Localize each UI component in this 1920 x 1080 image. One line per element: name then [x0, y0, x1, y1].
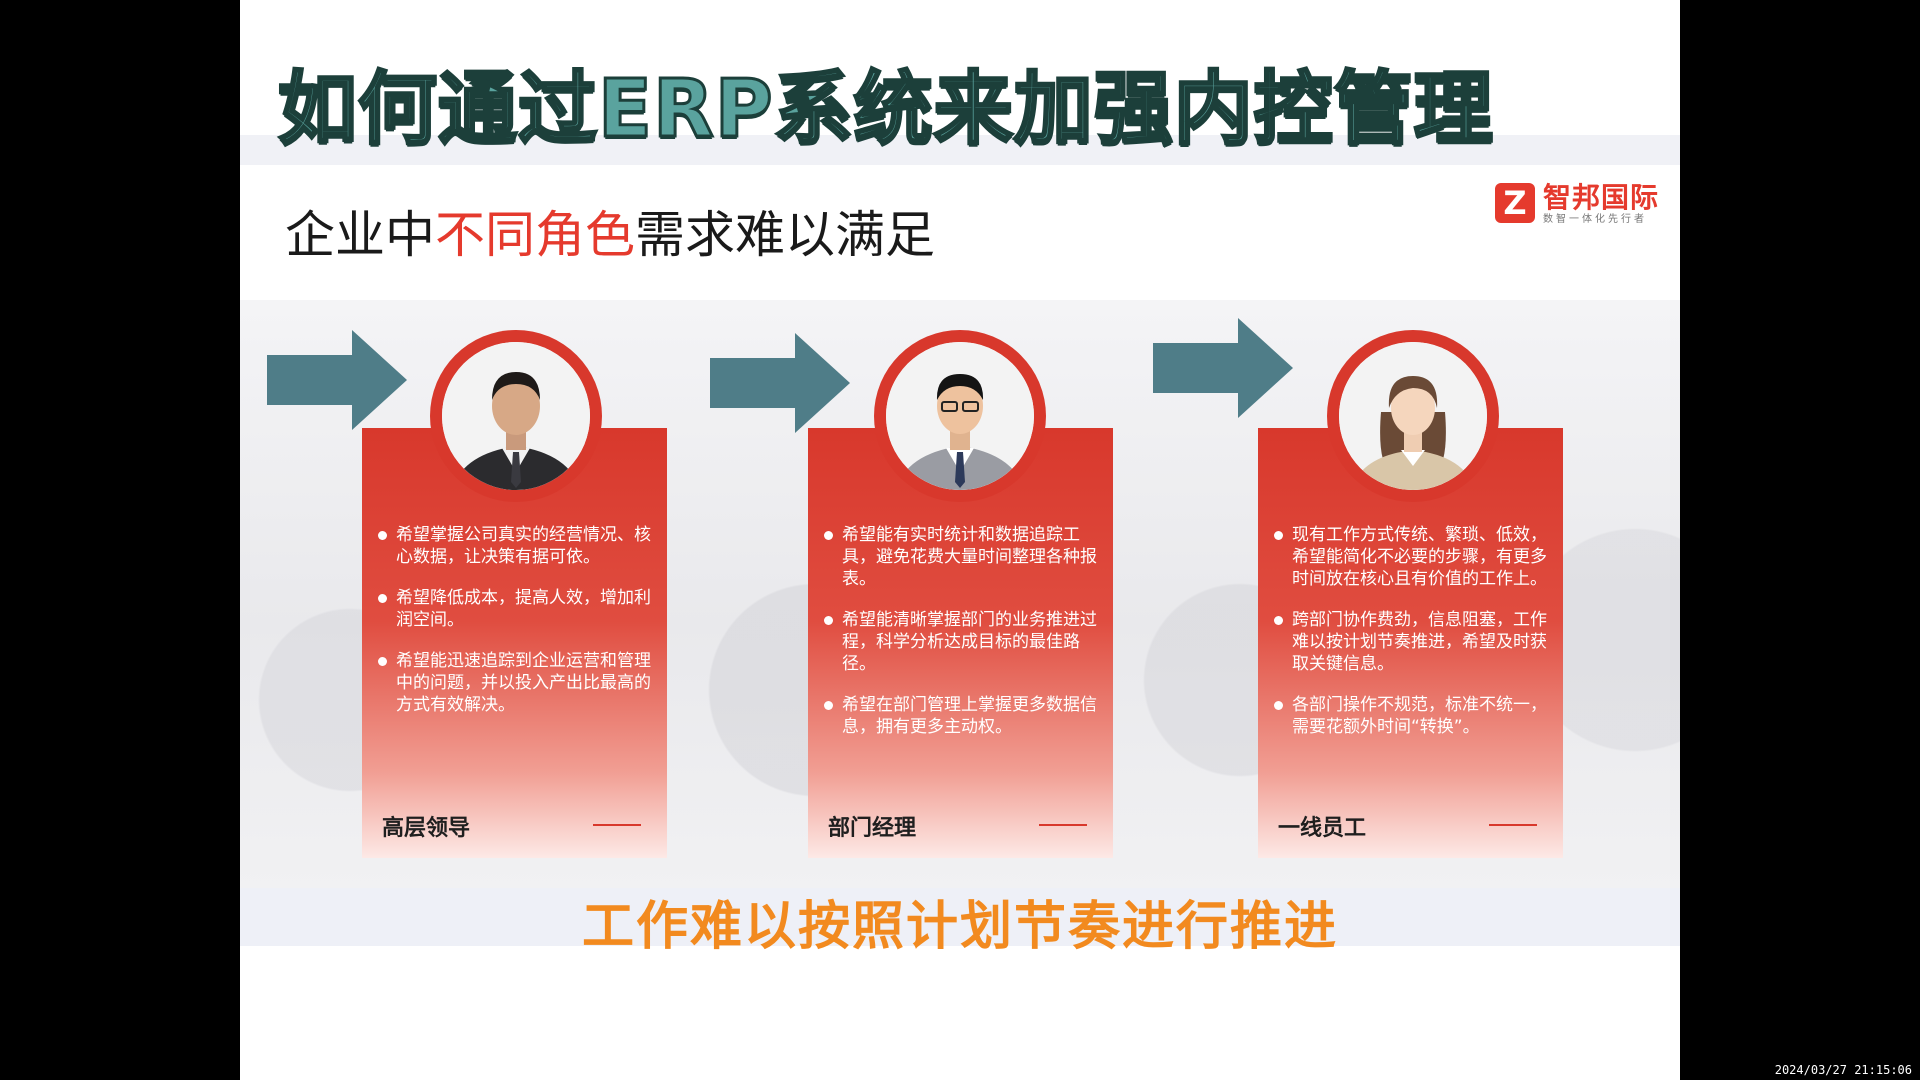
- list-item: 希望掌握公司真实的经营情况、核心数据，让决策有据可依。: [376, 524, 655, 568]
- subtitle-pre: 企业中: [285, 206, 435, 264]
- slide-title: 如何通过ERP系统来加强内控管理: [277, 63, 1495, 155]
- list-item: 希望能迅速追踪到企业运营和管理中的问题，并以投入产出比最高的方式有效解决。: [376, 650, 655, 716]
- bottom-message: 工作难以按照计划节奏进行推进: [581, 897, 1338, 957]
- slide: 如何通过ERP系统来加强内控管理 Z 智邦国际 数智一体化先行者 企业中不同角色…: [240, 0, 1680, 1080]
- role-name: 一线员工: [1278, 816, 1367, 841]
- right-arrow-icon: [710, 333, 850, 433]
- avatar: [430, 330, 602, 502]
- avatar: [1327, 330, 1499, 502]
- role-card-manager: 希望能有实时统计和数据追踪工具，避免花费大量时间整理各种报表。 希望能清晰掌握部…: [808, 428, 1113, 858]
- role-underline: [593, 824, 641, 826]
- right-arrow-icon: [267, 330, 407, 430]
- manager-portrait-icon: [886, 342, 1034, 490]
- subtitle-post: 需求难以满足: [635, 206, 935, 264]
- logo-tagline: 数智一体化先行者: [1543, 214, 1647, 225]
- list-item: 希望能有实时统计和数据追踪工具，避免花费大量时间整理各种报表。: [822, 524, 1101, 590]
- zhibang-logo-icon: Z: [1495, 183, 1535, 223]
- role-underline: [1489, 824, 1537, 826]
- needs-list: 现有工作方式传统、繁琐、低效，希望能简化不必要的步骤，有更多时间放在核心且有价值…: [1272, 524, 1551, 757]
- timestamp: 2024/03/27 21:15:06: [1774, 1063, 1912, 1077]
- bottom-band: [240, 888, 1680, 946]
- list-item: 现有工作方式传统、繁琐、低效，希望能简化不必要的步骤，有更多时间放在核心且有价值…: [1272, 524, 1551, 590]
- subtitle-highlight: 不同角色: [435, 206, 635, 264]
- role-name: 部门经理: [828, 816, 917, 841]
- right-arrow-icon: [1153, 318, 1293, 418]
- list-item: 跨部门协作费劲，信息阻塞，工作难以按计划节奏推进，希望及时获取关键信息。: [1272, 609, 1551, 675]
- company-logo: Z 智邦国际 数智一体化先行者: [1495, 183, 1659, 227]
- list-item: 各部门操作不规范，标准不统一，需要花额外时间“转换”。: [1272, 694, 1551, 738]
- list-item: 希望能清晰掌握部门的业务推进过程，科学分析达成目标的最佳路径。: [822, 609, 1101, 675]
- list-item: 希望在部门管理上掌握更多数据信息，拥有更多主动权。: [822, 694, 1101, 738]
- role-underline: [1039, 824, 1087, 826]
- executive-portrait-icon: [442, 342, 590, 490]
- needs-list: 希望能有实时统计和数据追踪工具，避免花费大量时间整理各种报表。 希望能清晰掌握部…: [822, 524, 1101, 757]
- list-item: 希望降低成本，提高人效，增加利润空间。: [376, 587, 655, 631]
- staff-portrait-icon: [1339, 342, 1487, 490]
- avatar: [874, 330, 1046, 502]
- needs-list: 希望掌握公司真实的经营情况、核心数据，让决策有据可依。 希望降低成本，提高人效，…: [376, 524, 655, 735]
- logo-name: 智邦国际: [1543, 181, 1660, 214]
- title-band: [240, 135, 1680, 165]
- role-name: 高层领导: [382, 816, 471, 841]
- slide-subtitle: 企业中不同角色需求难以满足: [285, 205, 935, 265]
